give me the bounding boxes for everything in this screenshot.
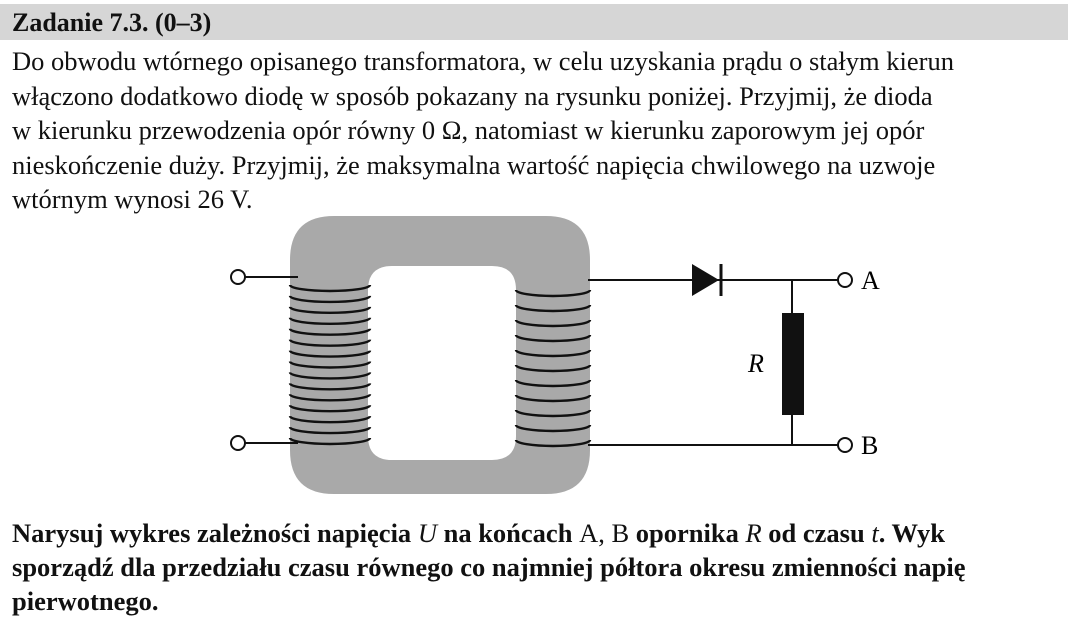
coil-turn (514, 424, 592, 433)
coil-turn (288, 339, 372, 347)
intro-paragraph: Do obwodu wtórnego opisanego transformat… (12, 44, 1068, 217)
coil-turn (514, 304, 592, 313)
coil-turn (288, 371, 372, 380)
intro-line: Do obwodu wtórnego opisanego transformat… (12, 46, 954, 76)
primary-terminal-top (230, 269, 246, 285)
coil-turn (288, 328, 372, 336)
primary-terminal-bottom (230, 435, 246, 451)
coil-turn (288, 306, 372, 315)
coil-turn (514, 364, 592, 373)
coil-turn (514, 409, 592, 418)
secondary-winding (514, 289, 592, 448)
coil-turn (288, 393, 372, 402)
coil-turn (514, 289, 592, 298)
task-line: Narysuj wykres zależności napięcia U na … (12, 516, 1068, 550)
task-text: . Wyk (878, 518, 946, 548)
transformer-circuit-diagram: A B R (230, 216, 880, 494)
coil-turn (288, 284, 372, 293)
coil-turn (288, 404, 372, 413)
coil-turn (288, 382, 372, 391)
coil-turn (288, 295, 372, 304)
intro-line: wtórnym wynosi 26 V. (12, 184, 253, 214)
task-line: sporządź dla przedziału czasu równego co… (12, 552, 966, 582)
task-title: Zadanie 7.3. (0–3) (12, 8, 212, 37)
task-header-bar: Zadanie 7.3. (0–3) (0, 4, 1068, 40)
resistor (782, 313, 804, 415)
task-instruction: Narysuj wykres zależności napięcia U na … (12, 516, 1068, 618)
coil-turn (288, 415, 372, 424)
resistor-label: R (747, 349, 764, 378)
time-symbol: t (871, 518, 879, 548)
coil-turn (514, 319, 592, 328)
task-text: opornika (629, 518, 746, 548)
coil-turn (514, 349, 592, 358)
terminal-a-label: A (861, 266, 880, 295)
task-text: od czasu (761, 518, 872, 548)
coil-turn (288, 317, 372, 325)
task-text: Narysuj wykres zależności napięcia (12, 518, 418, 548)
terminals-text: A, B (579, 518, 630, 548)
coil-turn (288, 437, 372, 446)
intro-line: włączono dodatkowo diodę w sposób pokaza… (12, 80, 933, 111)
coil-turn (288, 426, 372, 435)
terminal-a (837, 272, 853, 288)
coil-turn (514, 379, 592, 388)
coil-turn (288, 361, 372, 369)
coil-turn (288, 350, 372, 358)
primary-winding (288, 284, 372, 446)
diode-icon (692, 264, 719, 296)
terminal-b-label: B (861, 431, 878, 460)
coil-turn (514, 394, 592, 403)
transformer-core (290, 216, 590, 494)
intro-line: w kierunku przewodzenia opór równy 0 Ω, … (12, 115, 925, 145)
task-text: na końcach (436, 518, 580, 548)
intro-line: nieskończenie duży. Przyjmij, że maksyma… (12, 149, 936, 180)
terminal-b (837, 437, 853, 453)
coil-turn (514, 439, 592, 448)
coil-turn (514, 334, 592, 343)
resistor-symbol: R (745, 518, 762, 548)
task-line: pierwotnego. (12, 586, 159, 616)
voltage-symbol: U (417, 518, 437, 548)
